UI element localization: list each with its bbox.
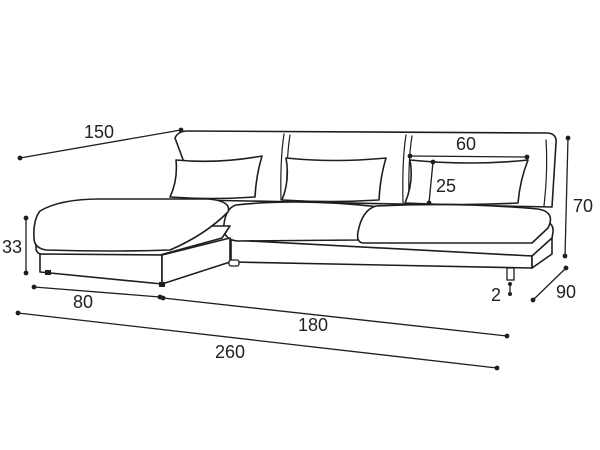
dim-end [178, 127, 184, 133]
dim-line-main-width [162, 297, 508, 337]
dim-line-cushion-width [409, 155, 528, 158]
dim-end [530, 297, 536, 303]
throw-pillow-right [404, 159, 529, 206]
back-cushion-divider-2 [402, 134, 407, 204]
dim-end [31, 284, 37, 290]
foot-main-inner [228, 259, 240, 267]
foot-main-right [506, 267, 515, 281]
label-seat-depth: 90 [556, 282, 576, 302]
dim-end [524, 154, 530, 160]
dim-end [160, 295, 166, 301]
label-chaise-width: 80 [73, 292, 93, 312]
dim-end [407, 153, 413, 159]
dim-line-chaise-depth [19, 129, 182, 159]
label-main-width: 180 [298, 315, 328, 335]
label-leg-height: 2 [491, 285, 501, 305]
seat-cushion-middle [222, 201, 381, 242]
dimension-labels: 150 60 25 70 33 2 90 80 180 260 [2, 122, 593, 362]
back-frame-right-inner [543, 139, 548, 207]
dim-end [430, 159, 436, 165]
dim-end [494, 365, 500, 371]
dim-line-pillow-height [428, 161, 434, 204]
label-seat-height: 33 [2, 237, 22, 257]
dim-line-total-width [17, 312, 498, 369]
dimension-lines [15, 127, 571, 371]
foot-front-center [159, 282, 165, 287]
label-cushion-width: 60 [456, 134, 476, 154]
throw-pillow-middle [281, 157, 387, 203]
back-cushion-divider-1 [280, 133, 285, 201]
label-pillow-height: 25 [436, 176, 456, 196]
sofa-drawing [33, 130, 557, 287]
dim-end [562, 253, 568, 259]
dim-end [426, 200, 432, 206]
dim-line-chaise-width [33, 286, 161, 298]
dim-end [508, 292, 512, 296]
dim-end [508, 282, 512, 286]
dim-line-back-height [564, 137, 569, 257]
seat-cushion-right [356, 203, 552, 244]
dim-end [565, 135, 571, 141]
dim-end [23, 270, 29, 276]
label-chaise-depth: 150 [84, 122, 114, 142]
chaise-cushion [33, 198, 230, 252]
dim-line-seat-depth [532, 267, 567, 301]
main-base-front-skirt [531, 237, 553, 269]
throw-pillow-left [169, 155, 263, 200]
dim-end [15, 310, 21, 316]
chaise-base-front [39, 253, 163, 285]
dim-end [563, 265, 569, 271]
dim-end [504, 333, 510, 339]
label-back-height: 70 [573, 196, 593, 216]
label-total-width: 260 [215, 342, 245, 362]
foot-front-left [45, 270, 51, 275]
dim-end [23, 215, 29, 221]
dim-end [17, 155, 23, 161]
